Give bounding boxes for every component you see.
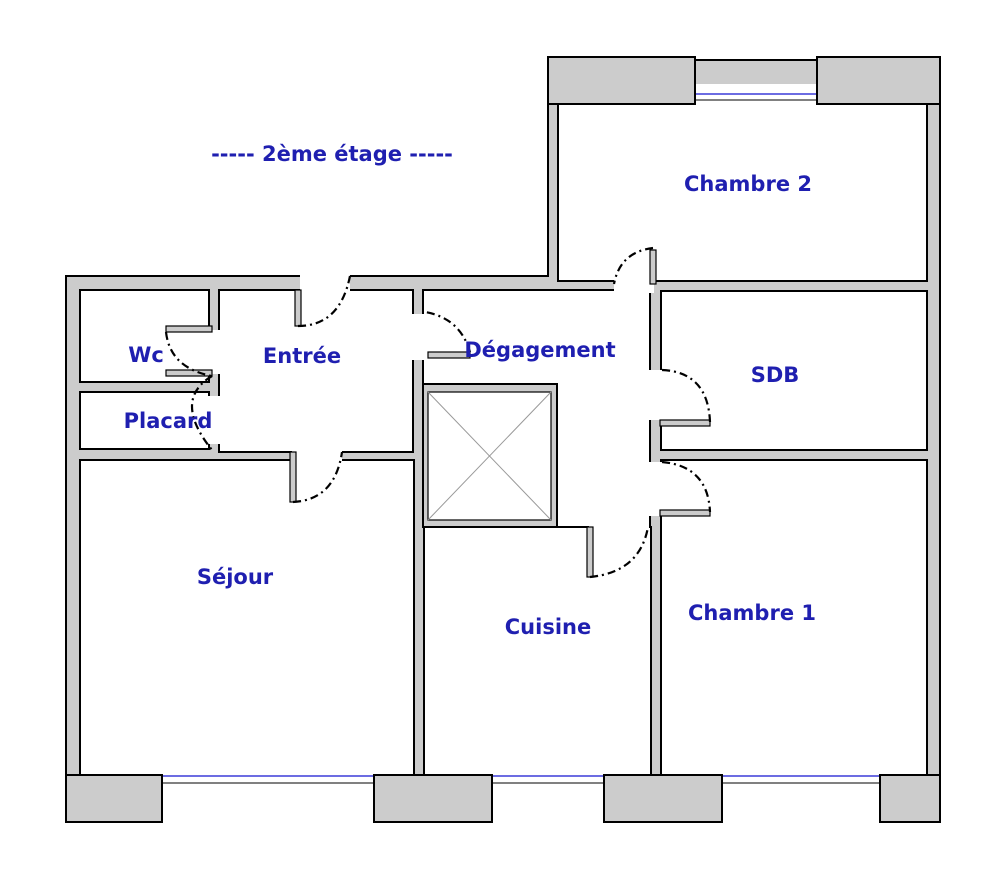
room-label-sejour: Séjour <box>197 565 274 589</box>
room-label-cuisine: Cuisine <box>505 615 591 639</box>
window-top <box>695 84 817 106</box>
door-swing-sejour <box>292 451 344 504</box>
room-label-chambre2: Chambre 2 <box>684 172 812 196</box>
door-swing-chambre2 <box>612 246 654 285</box>
door-swing-wc <box>164 331 213 378</box>
door-swing-degagement <box>424 310 472 353</box>
door-swings <box>164 246 712 579</box>
windows-bottom <box>162 772 880 792</box>
door-swing-cuisine <box>589 526 650 579</box>
door-swing-placard <box>190 375 213 451</box>
door-swing-chambre1 <box>661 460 712 513</box>
room-label-wc: Wc <box>128 343 164 367</box>
door-openings <box>207 274 664 530</box>
door-swing-entree <box>297 275 352 328</box>
room-label-sdb: SDB <box>751 363 800 387</box>
door-swing-sdb <box>661 368 712 423</box>
room-label-chambre1: Chambre 1 <box>688 601 816 625</box>
shaft-cross <box>427 391 552 521</box>
pillars-top <box>547 56 941 105</box>
floor-title: ----- 2ème étage ----- <box>211 142 453 166</box>
pillars-bottom <box>65 774 941 823</box>
room-label-degagement: Dégagement <box>464 338 615 362</box>
door-leaves <box>165 249 711 578</box>
room-label-entree: Entrée <box>263 344 341 368</box>
room-label-placard: Placard <box>124 409 213 433</box>
